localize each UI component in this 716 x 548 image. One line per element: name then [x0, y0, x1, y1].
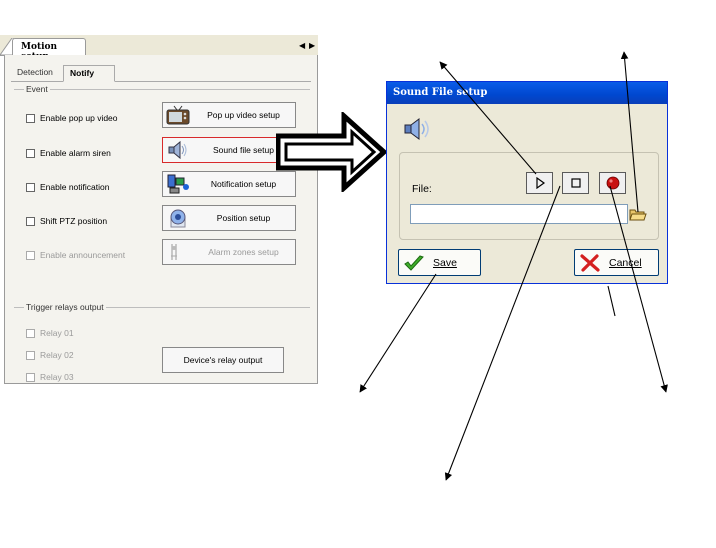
arrow-save	[359, 273, 437, 393]
position-setup-label: Position setup	[216, 213, 271, 223]
save-button[interactable]: Save	[398, 249, 481, 276]
alarm-zones-setup-button[interactable]: Alarm zones setup	[162, 239, 296, 265]
enable-announcement-checkbox[interactable]: Enable announcement	[26, 250, 125, 260]
folder-open-icon[interactable]	[629, 206, 647, 222]
speaker-icon	[168, 140, 187, 160]
enable-alarm-siren-label: Enable alarm siren	[40, 148, 111, 158]
enable-notification-checkbox[interactable]: Enable notification	[26, 182, 109, 192]
scroll-right-icon[interactable]: ▶	[309, 41, 316, 50]
relay-03-label: Relay 03	[40, 372, 74, 382]
motion-setup-tabbar: Motion setup ◀ ▶	[0, 35, 318, 62]
play-icon	[535, 177, 545, 189]
relay-03-checkbox[interactable]: Relay 03	[26, 372, 74, 382]
checkbox-box[interactable]	[26, 182, 35, 192]
checkbox-box[interactable]	[26, 250, 35, 260]
sound-file-setup-button[interactable]: Sound file setup	[162, 137, 296, 163]
shift-ptz-position-label: Shift PTZ position	[40, 216, 108, 226]
checkbox-box[interactable]	[26, 216, 35, 226]
motion-setup-panel: Motion setup ◀ ▶ Detection Notify Event …	[0, 35, 318, 385]
event-group: Event	[14, 84, 310, 290]
subtab-bar: Detection Notify	[11, 65, 311, 82]
sound-file-setup-dialog: Sound File setup File:	[386, 81, 668, 284]
enable-popup-video-label: Enable pop up video	[40, 113, 118, 123]
enable-notification-label: Enable notification	[40, 182, 110, 192]
popup-video-setup-label: Pop up video setup	[207, 110, 280, 120]
dialog-title: Sound File setup	[393, 87, 488, 98]
enable-popup-video-checkbox[interactable]: Enable pop up video	[26, 113, 118, 123]
enable-announcement-label: Enable announcement	[40, 250, 126, 260]
play-button[interactable]	[526, 172, 553, 194]
ptz-camera-icon	[170, 209, 186, 228]
file-section: File:	[399, 152, 659, 240]
cancel-label: Cancel	[609, 256, 642, 269]
shift-ptz-position-checkbox[interactable]: Shift PTZ position	[26, 216, 107, 226]
relay-01-label: Relay 01	[40, 328, 74, 338]
notification-setup-label: Notification setup	[210, 179, 277, 189]
relay-02-checkbox[interactable]: Relay 02	[26, 350, 74, 360]
sound-file-setup-label: Sound file setup	[213, 145, 274, 155]
relay-01-checkbox[interactable]: Relay 01	[26, 328, 74, 338]
tv-icon	[166, 105, 190, 125]
big-right-arrow-icon	[276, 112, 388, 192]
network-devices-icon	[167, 174, 189, 194]
tab-slant-decoration	[0, 38, 14, 55]
record-button[interactable]	[599, 172, 626, 194]
position-setup-button[interactable]: Position setup	[162, 205, 296, 231]
checkbox-box[interactable]	[26, 372, 35, 382]
file-label: File:	[412, 183, 432, 195]
alarm-zones-setup-label: Alarm zones setup	[208, 247, 279, 257]
stop-icon	[570, 178, 581, 188]
tab-detection[interactable]: Detection	[17, 67, 53, 77]
checkbox-box[interactable]	[26, 350, 35, 360]
annotation-line-cancel	[607, 285, 616, 317]
alarm-zones-icon	[171, 244, 177, 260]
notification-setup-button[interactable]: Notification setup	[162, 171, 296, 197]
x-icon	[580, 253, 600, 272]
file-path-input[interactable]	[410, 204, 628, 224]
record-icon	[606, 176, 619, 190]
popup-video-setup-button[interactable]: Pop up video setup	[162, 102, 296, 128]
device-relay-output-button[interactable]: Device's relay output	[162, 347, 284, 373]
enable-alarm-siren-checkbox[interactable]: Enable alarm siren	[26, 148, 111, 158]
checkbox-box[interactable]	[26, 328, 35, 338]
trigger-relays-group: Trigger relays output	[14, 302, 310, 312]
checkbox-box[interactable]	[26, 113, 35, 123]
trigger-relays-label: Trigger relays output	[24, 302, 106, 312]
tab-motion-setup[interactable]: Motion setup	[12, 38, 86, 62]
stop-button[interactable]	[562, 172, 589, 194]
checkbox-box[interactable]	[26, 148, 35, 158]
cancel-button[interactable]: Cancel	[574, 249, 659, 276]
checkmark-icon	[404, 254, 424, 271]
tab-notify[interactable]: Notify	[63, 65, 115, 82]
speaker-icon	[404, 118, 429, 140]
save-label: Save	[433, 256, 457, 269]
scroll-left-icon[interactable]: ◀	[299, 41, 306, 50]
event-group-label: Event	[24, 84, 50, 94]
dialog-title-bar[interactable]: Sound File setup	[387, 82, 667, 104]
notify-tab-content: Detection Notify Event Enable pop up vid…	[4, 55, 318, 384]
relay-02-label: Relay 02	[40, 350, 74, 360]
